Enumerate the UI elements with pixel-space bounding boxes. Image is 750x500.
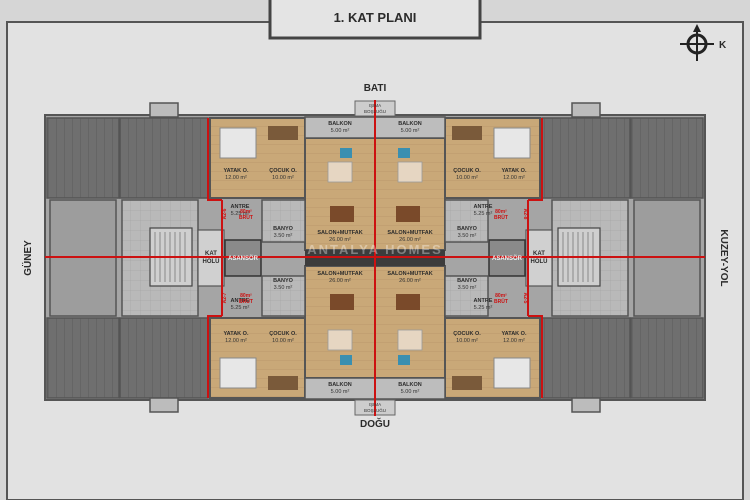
svg-text:BRÜT: BRÜT [494,298,508,305]
svg-text:HOLÜ: HOLÜ [531,258,548,265]
svg-text:A2-7: A2-7 [222,292,228,303]
svg-text:80m²: 80m² [240,209,252,215]
svg-text:BALKON: BALKON [328,382,352,388]
living-room-labels: SALON+MUTFAK 26.00 m² SALON+MUTFAK 26.00… [317,230,432,284]
svg-text:BRÜT: BRÜT [239,214,253,221]
bathroom-labels: BANYO 3.50 m² BANYO 3.50 m² BANYO 3.50 m… [273,226,478,291]
svg-text:BALKON: BALKON [328,121,352,127]
svg-text:12.00 m²: 12.00 m² [503,338,525,344]
svg-text:ÇOCUK O.: ÇOCUK O. [453,168,481,174]
svg-text:26.00 m²: 26.00 m² [329,278,351,284]
svg-text:80m²: 80m² [495,209,507,215]
svg-text:ASANSÖR: ASANSÖR [492,255,523,262]
svg-text:5.00 m²: 5.00 m² [331,128,350,134]
svg-text:12.00 m²: 12.00 m² [225,175,247,181]
svg-text:IŞIMA: IŞIMA [369,402,381,407]
balconies [304,100,446,416]
svg-text:ANTRE: ANTRE [231,204,250,210]
bedroom-labels: YATAK O. 12.00 m² YATAK O. 12.00 m² YATA… [224,168,527,344]
svg-text:26.00 m²: 26.00 m² [399,237,421,243]
svg-text:ASANSÖR: ASANSÖR [228,255,259,262]
svg-text:SALON+MUTFAK: SALON+MUTFAK [317,230,362,236]
label-west: BATI [364,83,387,94]
svg-text:3.50 m²: 3.50 m² [274,285,293,291]
svg-text:5.00 m²: 5.00 m² [331,389,350,395]
svg-text:BANYO: BANYO [273,226,294,232]
svg-text:ÇOCUK O.: ÇOCUK O. [269,168,297,174]
label-north: KUZEY-YOL [718,229,729,286]
svg-text:ANTRE: ANTRE [231,298,250,304]
unit-boundaries [45,100,705,416]
core-labels: ASANSÖR ASANSÖR KAT HOLÜ KAT HOLÜ [203,251,548,265]
svg-text:BRÜT: BRÜT [239,298,253,305]
svg-text:ÇOCUK O.: ÇOCUK O. [453,331,481,337]
unit-ids: A2-6 A2-7 A2-8 A2-5 [222,208,528,303]
watermark: ANTALYA HOMES [307,242,443,257]
svg-text:12.00 m²: 12.00 m² [503,175,525,181]
child-room-labels: ÇOCUK O. 10.00 m² ÇOCUK O. 10.00 m² ÇOCU… [269,168,481,344]
compass-label: K [719,40,727,51]
svg-text:BALKON: BALKON [398,121,422,127]
svg-text:10.00 m²: 10.00 m² [272,175,294,181]
svg-text:5.00 m²: 5.00 m² [401,128,420,134]
page-title: 1. KAT PLANI [334,10,417,25]
svg-text:80m²: 80m² [240,293,252,299]
svg-text:5.25 m²: 5.25 m² [231,305,250,311]
svg-text:5.25 m²: 5.25 m² [474,305,493,311]
svg-text:3.50 m²: 3.50 m² [274,233,293,239]
svg-text:10.00 m²: 10.00 m² [456,175,478,181]
svg-text:KAT: KAT [205,251,217,257]
svg-text:BOŞLUĞU: BOŞLUĞU [364,407,386,413]
svg-text:BRÜT: BRÜT [494,214,508,221]
svg-text:SALON+MUTFAK: SALON+MUTFAK [387,271,432,277]
svg-text:5.00 m²: 5.00 m² [401,389,420,395]
svg-text:A2-8: A2-8 [522,209,528,220]
svg-text:ÇOCUK O.: ÇOCUK O. [269,331,297,337]
entry-labels: ANTRE 5.25 m² ANTRE 5.25 m² ANTRE 5.25 m… [231,204,493,311]
svg-text:KAT: KAT [533,251,545,257]
svg-text:3.50 m²: 3.50 m² [458,285,477,291]
svg-text:IŞIMA: IŞIMA [369,103,381,108]
svg-text:26.00 m²: 26.00 m² [399,278,421,284]
svg-text:3.50 m²: 3.50 m² [458,233,477,239]
svg-text:80m²: 80m² [495,293,507,299]
svg-text:5.25 m²: 5.25 m² [474,211,493,217]
svg-text:ANTRE: ANTRE [474,204,493,210]
light-well-labels: IŞIMA BOŞLUĞU IŞIMA BOŞLUĞU [364,103,386,413]
svg-text:BALKON: BALKON [398,382,422,388]
svg-text:10.00 m²: 10.00 m² [272,338,294,344]
svg-text:SALON+MUTFAK: SALON+MUTFAK [387,230,432,236]
svg-text:BANYO: BANYO [457,226,478,232]
label-south: GÜNEY [21,240,34,276]
svg-text:YATAK O.: YATAK O. [224,331,249,337]
svg-text:BOŞLUĞU: BOŞLUĞU [364,108,386,114]
svg-text:ANTRE: ANTRE [474,298,493,304]
title-box [268,0,482,40]
compass-icon: K [680,24,727,61]
svg-text:5.25 m²: 5.25 m² [231,211,250,217]
balcony-labels: BALKON 5.00 m² BALKON 5.00 m² BALKON 5.0… [328,121,422,395]
svg-text:HOLÜ: HOLÜ [203,258,220,265]
furniture [219,126,531,390]
svg-text:10.00 m²: 10.00 m² [456,338,478,344]
svg-text:YATAK O.: YATAK O. [502,331,527,337]
svg-text:12.00 m²: 12.00 m² [225,338,247,344]
svg-text:BANYO: BANYO [273,278,294,284]
svg-text:YATAK O.: YATAK O. [224,168,249,174]
svg-text:26.00 m²: 26.00 m² [329,237,351,243]
svg-text:YATAK O.: YATAK O. [502,168,527,174]
svg-text:A2-5: A2-5 [522,293,528,304]
label-east: DOĞU [360,417,390,430]
svg-text:A2-6: A2-6 [222,208,228,219]
gross-area-labels: 80m² BRÜT 80m² BRÜT 80m² BRÜT 80m² BRÜT [239,209,508,305]
terraces-right [541,102,704,413]
svg-text:SALON+MUTFAK: SALON+MUTFAK [317,271,362,277]
svg-text:BANYO: BANYO [457,278,478,284]
